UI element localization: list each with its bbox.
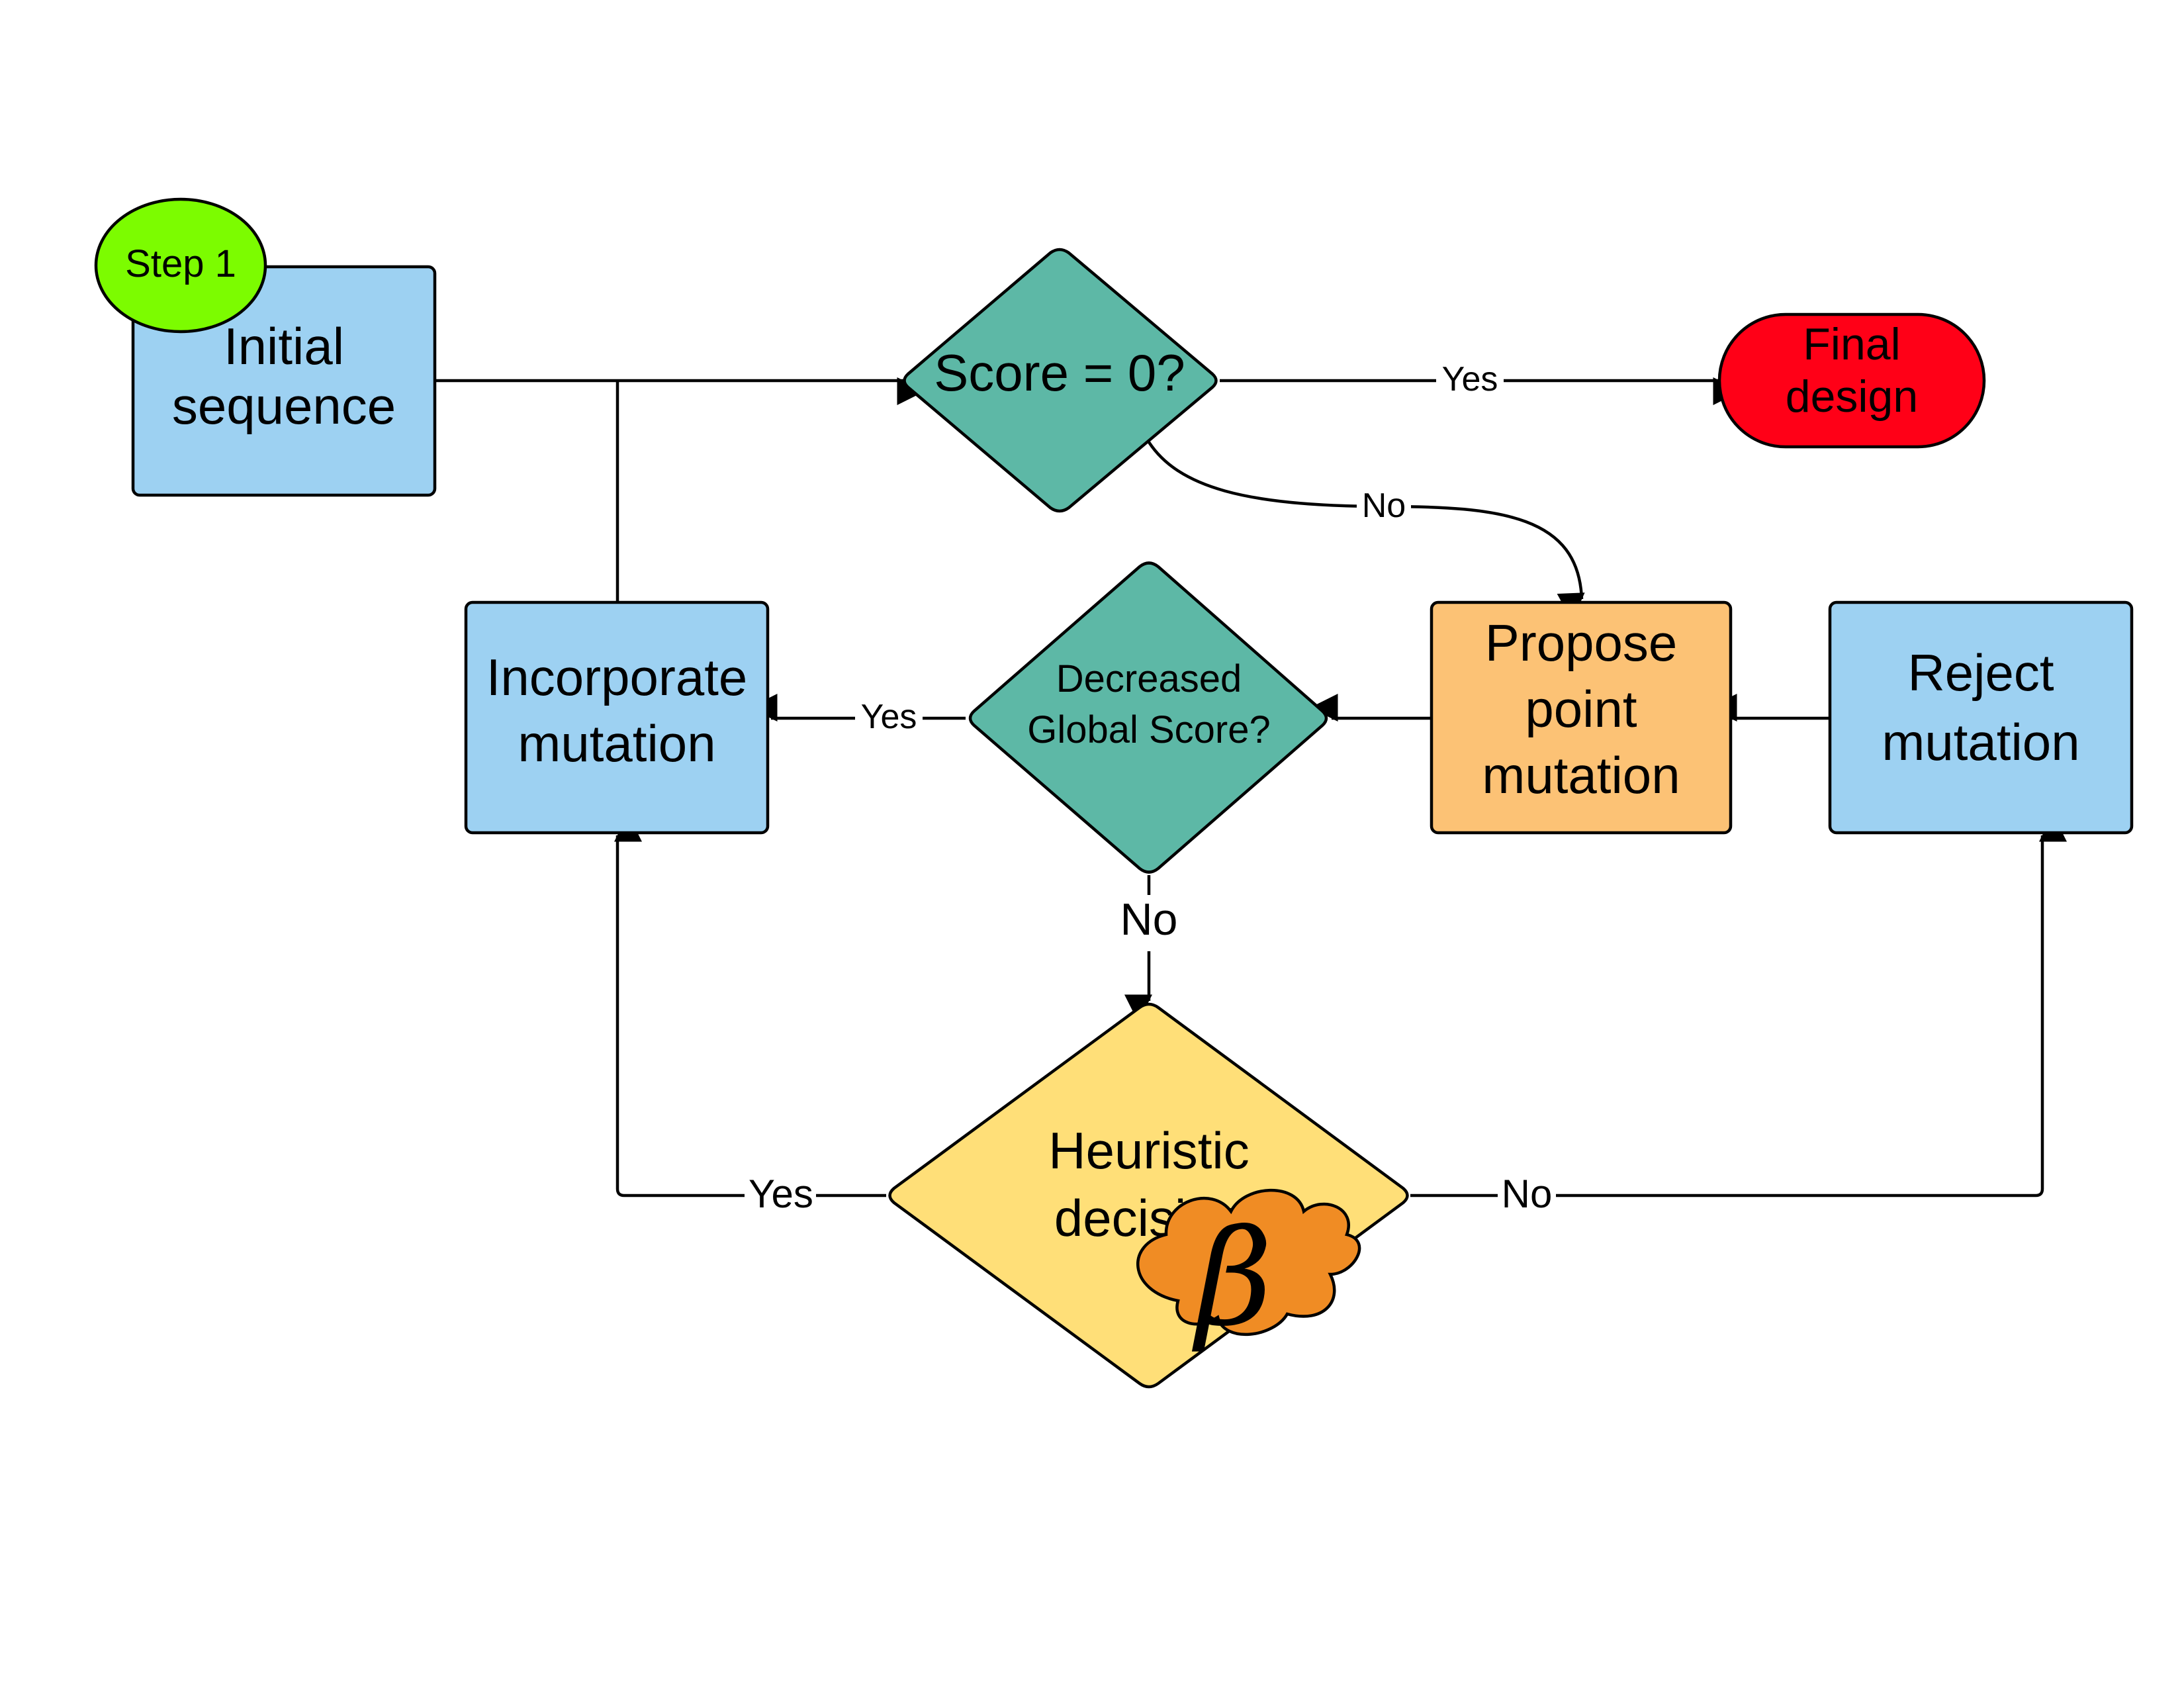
- edge-label-score-yes: Yes: [1436, 357, 1504, 399]
- decreased-label-line1: Decreased: [1056, 657, 1242, 700]
- heuristic-label-line1: Heuristic: [1048, 1121, 1249, 1180]
- beta-symbol: β: [1191, 1201, 1273, 1356]
- beta-cloud-icon: β: [1136, 1188, 1361, 1356]
- edge-label-score-no-text: No: [1362, 487, 1406, 525]
- heuristic-decision-node[interactable]: Heuristic decision: [888, 1002, 1409, 1389]
- propose-mutation-node[interactable]: Propose point mutation: [1430, 600, 1733, 835]
- propose-label-line1: Propose: [1485, 614, 1678, 672]
- step-badge: Step 1: [94, 197, 267, 334]
- edge-label-heuristic-no-text: No: [1502, 1172, 1553, 1216]
- step-badge-label: Step 1: [125, 242, 236, 285]
- edge-label-heuristic-yes-text: Yes: [749, 1172, 813, 1216]
- incorporate-label-line2: mutation: [518, 714, 715, 773]
- decreased-label-line2: Global Score?: [1027, 708, 1271, 751]
- reject-mutation-node[interactable]: Reject mutation: [1828, 600, 2134, 835]
- reject-label-line2: mutation: [1882, 713, 2079, 771]
- incorporate-mutation-node[interactable]: Incorporate mutation: [464, 600, 770, 835]
- edge-label-score-no: No: [1357, 483, 1411, 525]
- edge-heuristic-yes: [614, 814, 886, 1197]
- edge-heuristic-no: [1410, 814, 2067, 1197]
- edge-label-decreased-yes: Yes: [855, 695, 923, 736]
- propose-label-line2: point: [1525, 680, 1637, 738]
- edge-label-decreased-yes-text: Yes: [861, 698, 917, 736]
- edge-label-heuristic-yes: Yes: [745, 1172, 816, 1218]
- edge-label-decreased-no-text: No: [1120, 894, 1178, 945]
- initial-label-line2: sequence: [172, 377, 396, 435]
- final-design-node[interactable]: Final design: [1717, 312, 1986, 449]
- final-label-line2: design: [1786, 371, 1918, 422]
- final-label-line1: Final: [1803, 319, 1900, 369]
- initial-label-line1: Initial: [224, 317, 344, 375]
- edge-label-heuristic-no: No: [1498, 1172, 1556, 1218]
- edge-label-decreased-no: No: [1115, 894, 1183, 951]
- incorporate-label-line1: Incorporate: [486, 648, 748, 706]
- score-decision-label: Score = 0?: [934, 344, 1185, 402]
- decreased-score-decision-node[interactable]: Decreased Global Score?: [968, 561, 1328, 874]
- reject-label-line1: Reject: [1907, 643, 2054, 702]
- edge-label-score-yes-text: Yes: [1442, 360, 1498, 399]
- propose-label-line3: mutation: [1482, 746, 1680, 804]
- score-decision-node[interactable]: Score = 0?: [903, 248, 1218, 513]
